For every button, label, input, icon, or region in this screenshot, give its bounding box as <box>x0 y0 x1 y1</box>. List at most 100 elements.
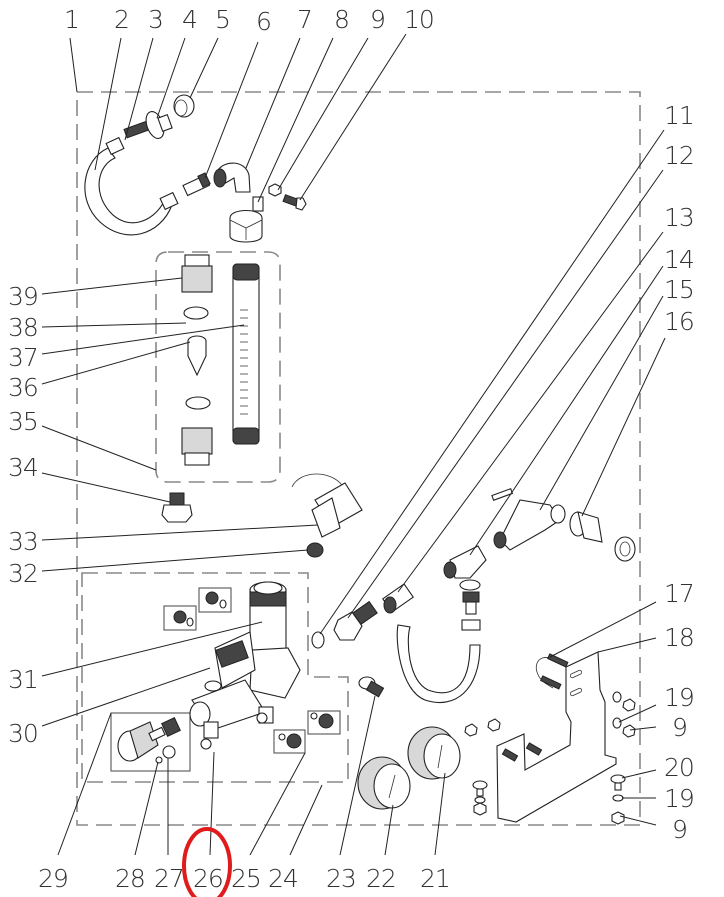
hose-barb-part <box>461 591 481 631</box>
leader-36 <box>41 341 191 385</box>
leader-33 <box>41 524 319 541</box>
leader-8 <box>257 37 334 203</box>
quick-coupling-part <box>569 511 636 562</box>
angle-fitting-part <box>200 721 219 750</box>
regulator-assembly-boundary <box>81 572 349 783</box>
leader-21 <box>434 772 446 856</box>
leader-11 <box>319 129 665 635</box>
pressure-gauge-21-part <box>407 726 461 780</box>
hex-adapter-part <box>161 492 193 523</box>
leader-30 <box>41 667 211 727</box>
leader-1 <box>69 37 78 93</box>
nut-part <box>268 183 282 197</box>
plug-d-part <box>318 713 334 729</box>
leader-28 <box>134 761 159 856</box>
leader-5 <box>189 37 219 99</box>
leader-19 <box>618 704 657 723</box>
callout-labels: 1 2 3 4 5 6 7 8 9 10 11 12 13 14 15 16 1… <box>8 5 695 893</box>
leader-14 <box>469 265 664 556</box>
callout-4: 4 <box>182 5 197 34</box>
callout-19: 19 <box>664 683 694 712</box>
leader-7 <box>245 37 301 169</box>
knob-kit-box <box>110 712 191 772</box>
nut-a <box>622 698 636 712</box>
callout-32: 32 <box>8 559 38 588</box>
callout-29: 29 <box>38 864 68 893</box>
callout-7: 7 <box>297 5 312 34</box>
leader-9 <box>277 37 369 191</box>
callout-10: 10 <box>404 5 434 34</box>
plug-23-part <box>358 676 385 698</box>
callout-16: 16 <box>664 307 694 336</box>
callout-9b: 9 <box>672 713 687 742</box>
leader-16 <box>581 337 666 517</box>
leader-17 <box>549 601 657 658</box>
o-ring-27-part <box>162 745 176 759</box>
leader-31 <box>41 621 263 677</box>
leader-38 <box>41 322 187 328</box>
leader-18 <box>597 637 657 653</box>
leader-3 <box>124 37 154 141</box>
gasket-part <box>311 631 325 649</box>
tee-fitting-part <box>443 545 487 591</box>
callout-34: 34 <box>8 453 38 482</box>
leader-32 <box>41 549 309 572</box>
callout-31: 31 <box>8 665 38 694</box>
carriage-bolt-stack-part <box>472 780 488 816</box>
carriage-bolt-20-part <box>610 774 626 791</box>
u-hose-part <box>396 624 481 704</box>
o-ring-part <box>183 306 209 320</box>
leader-10 <box>299 33 407 201</box>
washer-19-part <box>612 717 622 729</box>
elbow-fitting-part <box>213 162 251 193</box>
leader-13 <box>397 231 664 593</box>
manifold-part <box>491 487 566 551</box>
solenoid-coil-part <box>291 473 363 538</box>
pressure-gauge-22-part <box>357 756 411 810</box>
sight-tube-part <box>232 263 260 445</box>
plug-fitting-part <box>306 542 324 558</box>
mounting-bracket-part <box>496 651 617 823</box>
nut-small-b <box>487 718 501 732</box>
leader-6 <box>204 41 259 179</box>
o-ring-28-part <box>155 756 163 764</box>
plug-kit-box-c <box>273 729 306 754</box>
callout-19b: 19 <box>664 784 694 813</box>
callout-14: 14 <box>664 245 694 274</box>
u-bolt-part <box>535 653 569 690</box>
callout-9: 9 <box>370 5 385 34</box>
washer-19b-part <box>612 794 624 802</box>
callout-6: 6 <box>256 7 271 36</box>
callout-1: 1 <box>64 5 79 34</box>
leader-34 <box>41 472 171 503</box>
leader-20 <box>621 769 657 779</box>
callout-17: 17 <box>664 579 694 608</box>
leader-37 <box>41 324 245 355</box>
nut-small-a <box>464 723 478 737</box>
callout-12: 12 <box>664 141 694 170</box>
float-part <box>187 335 207 377</box>
highlight-circle-26 <box>182 827 232 897</box>
hose-coupling-part <box>123 111 173 139</box>
leader-4 <box>156 37 186 119</box>
plug-kit-box-a <box>163 605 197 631</box>
leader-2 <box>94 37 122 171</box>
callout-26: 26 <box>193 864 223 893</box>
callout-25: 25 <box>231 864 261 893</box>
callout-9c: 9 <box>672 815 687 844</box>
check-valve-part <box>381 583 415 614</box>
flowmeter-kit-boundary <box>155 251 281 483</box>
leader-9b <box>629 726 657 731</box>
plug-kit-box-d <box>307 710 341 735</box>
callout-3: 3 <box>148 5 163 34</box>
o-ring-lower-part <box>185 396 211 410</box>
plug-a-part <box>173 610 187 624</box>
leader-25 <box>249 752 306 856</box>
leader-15 <box>539 295 664 511</box>
bracket-slots <box>569 669 583 697</box>
callout-11: 11 <box>664 101 694 130</box>
leader-35 <box>41 425 157 471</box>
callout-20: 20 <box>664 753 694 782</box>
leader-9c <box>619 815 657 826</box>
